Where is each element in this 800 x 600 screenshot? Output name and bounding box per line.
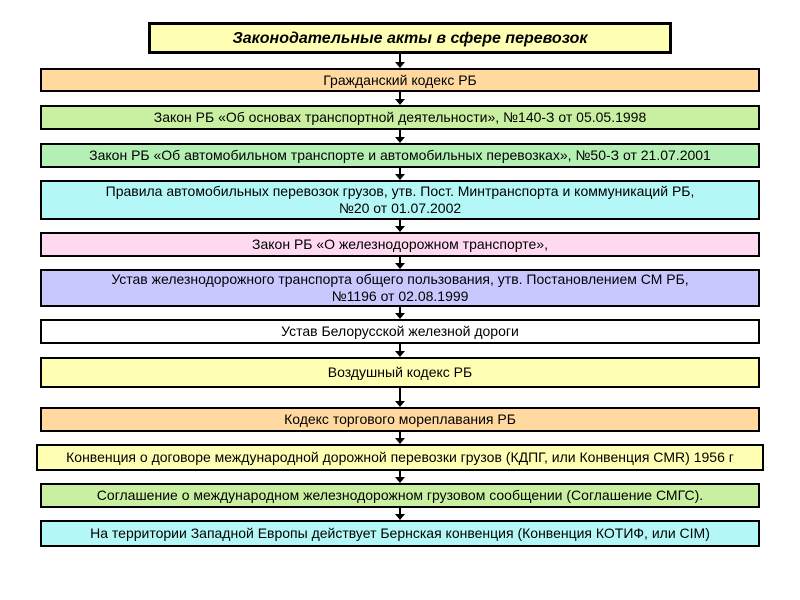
legal-act-box: Соглашение о международном железнодорожн… [40,483,760,508]
legal-act-text: №20 от 01.07.2002 [338,200,462,216]
legal-act-box: Закон РБ «Об автомобильном транспорте и … [40,143,760,168]
connector-arrow [395,257,405,269]
legal-act-box: Конвенция о договоре международной дорож… [36,444,764,471]
diagram-title-box: Законодательные акты в сфере перевозок [148,22,672,54]
legal-act-text: №1196 от 02.08.1999 [331,288,469,304]
legal-act-text: Устав Белорусской железной дороги [281,323,519,339]
connector-arrow [395,130,405,143]
legal-act-box: Закон РБ «Об основах транспортной деятел… [40,105,760,130]
legal-act-box: Закон РБ «О железнодорожном транспорте», [40,232,760,257]
legal-act-text: Воздушный кодекс РБ [327,364,473,380]
connector-arrow [395,432,405,444]
legal-act-box: Гражданский кодекс РБ [40,68,760,92]
connector-arrow [395,220,405,232]
legal-act-text: Гражданский кодекс РБ [323,71,477,88]
connector-arrow [395,508,405,520]
legal-act-text: Закон РБ «О железнодорожном транспорте», [252,236,548,252]
legal-act-text: Закон РБ «Об основах транспортной деятел… [153,109,647,125]
legal-act-box: На территории Западной Европы действует … [40,520,760,547]
legal-act-box: Кодекс торгового мореплавания РБ [40,407,760,432]
diagram-title: Законодательные акты в сфере перевозок [232,29,588,47]
legal-act-box: Устав Белорусской железной дороги [40,319,760,344]
legal-act-box: Устав железнодорожного транспорта общего… [40,269,760,307]
legal-act-text: Соглашение о международном железнодорожн… [96,487,704,503]
connector-arrow [395,307,405,319]
legal-act-text: Правила автомобильных перевозок грузов, … [105,183,695,199]
legal-act-text: Конвенция о договоре международной дорож… [66,449,734,465]
legal-act-text: Закон РБ «Об автомобильном транспорте и … [89,147,711,163]
connector-arrow [395,168,405,180]
legal-act-box: Воздушный кодекс РБ [40,357,760,388]
connector-arrow [395,54,405,68]
legal-act-text: Устав железнодорожного транспорта общего… [111,271,689,287]
legal-act-text: Кодекс торгового мореплавания РБ [284,411,516,427]
connector-arrow [395,344,405,357]
connector-arrow [395,92,405,105]
connector-arrow [395,388,405,407]
connector-arrow [395,471,405,483]
legal-act-text: На территории Западной Европы действует … [90,525,710,541]
legal-act-box: Правила автомобильных перевозок грузов, … [40,180,760,220]
